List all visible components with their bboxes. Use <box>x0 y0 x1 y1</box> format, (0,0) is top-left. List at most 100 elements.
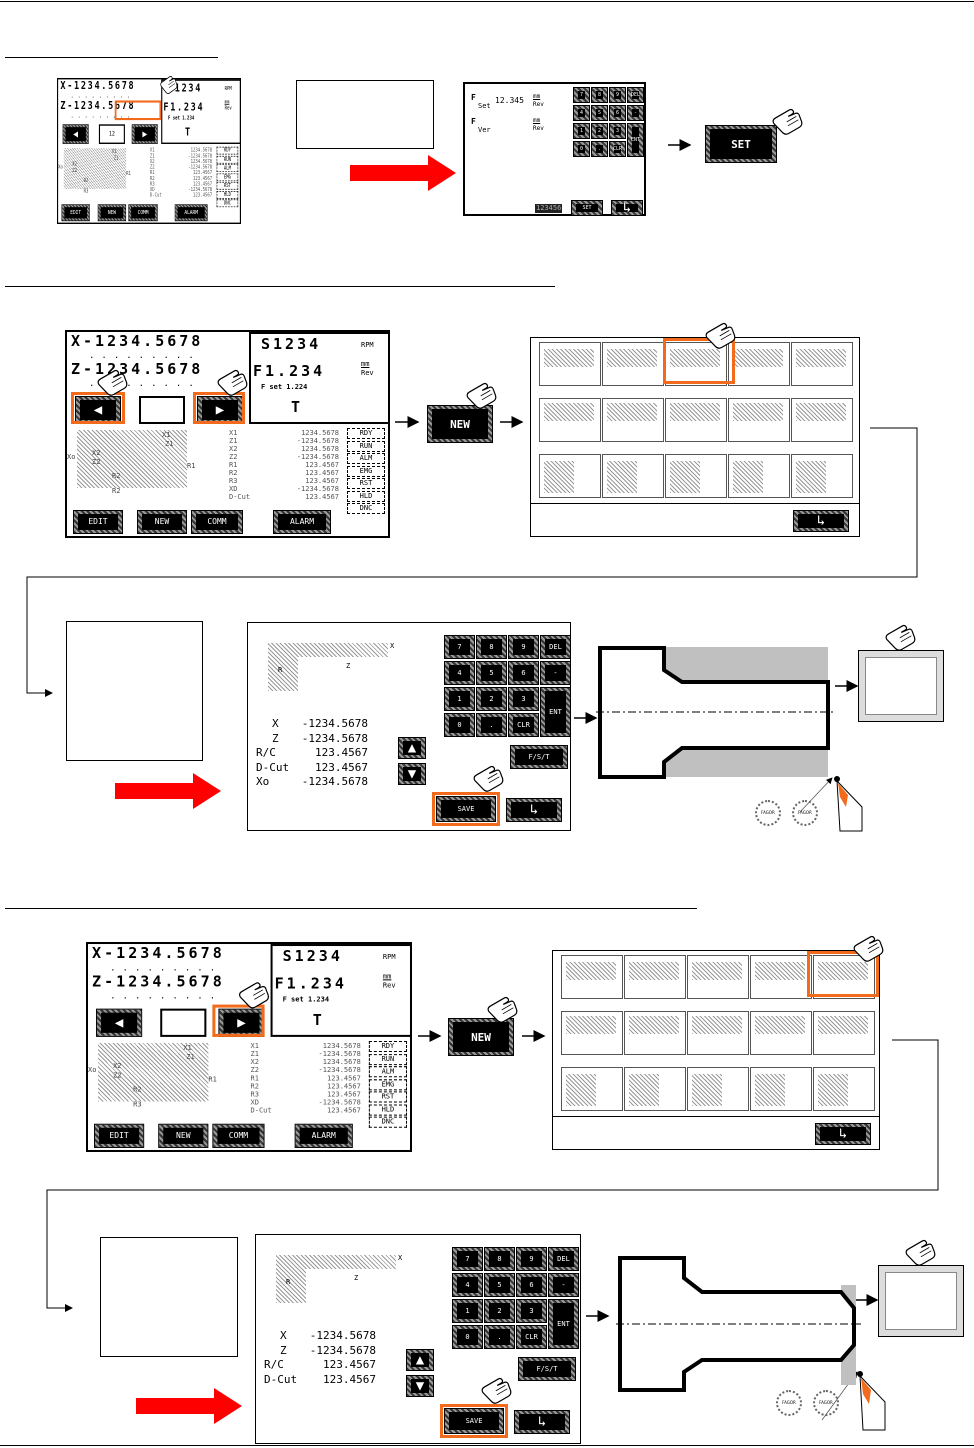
cycle-option[interactable] <box>624 955 686 999</box>
key-DEL[interactable]: DEL <box>548 1247 579 1271</box>
cycle-option[interactable] <box>602 454 664 498</box>
page-next-button[interactable]: ▶ <box>197 396 243 424</box>
cycle-option[interactable] <box>687 955 749 999</box>
cycle-option[interactable] <box>665 342 727 386</box>
key-2[interactable]: 2 <box>476 687 507 711</box>
key-6[interactable]: 6 <box>609 105 626 121</box>
key-CLR[interactable]: CLR <box>508 713 539 737</box>
return-button[interactable]: ↳ <box>611 200 643 216</box>
key-8[interactable]: 8 <box>476 635 507 659</box>
key-3[interactable]: 3 <box>516 1299 547 1323</box>
cycle-option[interactable] <box>728 454 790 498</box>
key-7[interactable]: 7 <box>444 635 475 659</box>
page-prev-button[interactable]: ◀ <box>62 124 89 144</box>
key-9[interactable]: 9 <box>609 87 626 103</box>
key-DEL[interactable]: DEL <box>627 87 644 103</box>
key-7[interactable]: 7 <box>452 1247 483 1271</box>
cycle-option[interactable] <box>602 398 664 442</box>
key-ENT[interactable]: ENT <box>627 123 644 157</box>
page-next-button[interactable]: ▶ <box>131 124 158 144</box>
scroll-down-button[interactable]: ▼ <box>398 763 426 785</box>
feed-set-button[interactable]: SET <box>571 200 603 216</box>
softkey-comm[interactable]: COMM <box>212 1123 265 1148</box>
key-1[interactable]: 1 <box>573 123 590 139</box>
cycle-option[interactable] <box>728 398 790 442</box>
cycle-option[interactable] <box>813 1067 875 1111</box>
softkey-alarm[interactable]: ALARM <box>174 204 208 222</box>
scroll-down-button[interactable]: ▼ <box>406 1375 434 1397</box>
return-button[interactable]: ↳ <box>506 798 562 822</box>
cycle-option[interactable] <box>561 1067 623 1111</box>
page-prev-button[interactable]: ◀ <box>96 1008 143 1037</box>
return-button[interactable]: ↳ <box>793 510 849 532</box>
key-4[interactable]: 4 <box>444 661 475 685</box>
key-CLR[interactable]: CLR <box>609 141 626 157</box>
cycle-option[interactable] <box>539 398 601 442</box>
cycle-option[interactable] <box>665 454 727 498</box>
key-6[interactable]: 6 <box>516 1273 547 1297</box>
softkey-alarm[interactable]: ALARM <box>273 510 331 534</box>
new-button[interactable]: NEW <box>427 405 493 443</box>
fst-button[interactable]: F/S/T <box>518 1357 576 1381</box>
cycle-option[interactable] <box>602 342 664 386</box>
key-0[interactable]: 0 <box>452 1325 483 1349</box>
key-2[interactable]: 2 <box>591 123 608 139</box>
cycle-option[interactable] <box>665 398 727 442</box>
key-8[interactable]: 8 <box>591 87 608 103</box>
key-5[interactable]: 5 <box>484 1273 515 1297</box>
key-ENT[interactable]: ENT <box>540 687 571 737</box>
key-4[interactable]: 4 <box>573 105 590 121</box>
set-button[interactable]: SET <box>705 125 777 163</box>
cycle-option[interactable] <box>539 454 601 498</box>
key-.[interactable]: . <box>476 713 507 737</box>
fst-button[interactable]: F/S/T <box>510 745 568 769</box>
cycle-option[interactable] <box>750 1011 812 1055</box>
key-3[interactable]: 3 <box>609 123 626 139</box>
scroll-up-button[interactable]: ▲ <box>398 737 426 759</box>
cycle-option[interactable] <box>728 342 790 386</box>
cycle-option[interactable] <box>750 955 812 999</box>
key-1[interactable]: 1 <box>452 1299 483 1323</box>
cycle-option[interactable] <box>750 1067 812 1111</box>
new-button[interactable]: NEW <box>448 1018 514 1056</box>
scroll-up-button[interactable]: ▲ <box>406 1349 434 1371</box>
softkey-edit[interactable]: EDIT <box>94 1123 145 1148</box>
key--[interactable]: - <box>627 105 644 121</box>
softkey-new[interactable]: NEW <box>158 1123 209 1148</box>
key-5[interactable]: 5 <box>476 661 507 685</box>
cycle-option[interactable] <box>624 1011 686 1055</box>
key-DEL[interactable]: DEL <box>540 635 571 659</box>
softkey-comm[interactable]: COMM <box>128 204 158 222</box>
cycle-option[interactable] <box>687 1067 749 1111</box>
key-3[interactable]: 3 <box>508 687 539 711</box>
cycle-option[interactable] <box>791 454 853 498</box>
page-prev-button[interactable]: ◀ <box>75 396 121 424</box>
key-2[interactable]: 2 <box>484 1299 515 1323</box>
softkey-new[interactable]: NEW <box>97 204 127 222</box>
return-button[interactable]: ↳ <box>514 1410 570 1434</box>
cycle-option[interactable] <box>687 1011 749 1055</box>
cycle-option[interactable] <box>539 342 601 386</box>
softkey-comm[interactable]: COMM <box>191 510 243 534</box>
key-ENT[interactable]: ENT <box>548 1299 579 1349</box>
key-5[interactable]: 5 <box>591 105 608 121</box>
cycle-option[interactable] <box>813 1011 875 1055</box>
key-.[interactable]: . <box>484 1325 515 1349</box>
cycle-option[interactable] <box>791 398 853 442</box>
cycle-option[interactable] <box>561 1011 623 1055</box>
cycle-option[interactable] <box>624 1067 686 1111</box>
softkey-edit[interactable]: EDIT <box>61 204 90 222</box>
cycle-option[interactable] <box>791 342 853 386</box>
key-8[interactable]: 8 <box>484 1247 515 1271</box>
softkey-new[interactable]: NEW <box>137 510 187 534</box>
key-0[interactable]: 0 <box>573 141 590 157</box>
softkey-alarm[interactable]: ALARM <box>294 1123 353 1148</box>
key--[interactable]: - <box>548 1273 579 1297</box>
return-button[interactable]: ↳ <box>815 1123 871 1145</box>
key--[interactable]: - <box>540 661 571 685</box>
key-.[interactable]: . <box>591 141 608 157</box>
key-9[interactable]: 9 <box>516 1247 547 1271</box>
key-9[interactable]: 9 <box>508 635 539 659</box>
key-1[interactable]: 1 <box>444 687 475 711</box>
cycle-option[interactable] <box>561 955 623 999</box>
